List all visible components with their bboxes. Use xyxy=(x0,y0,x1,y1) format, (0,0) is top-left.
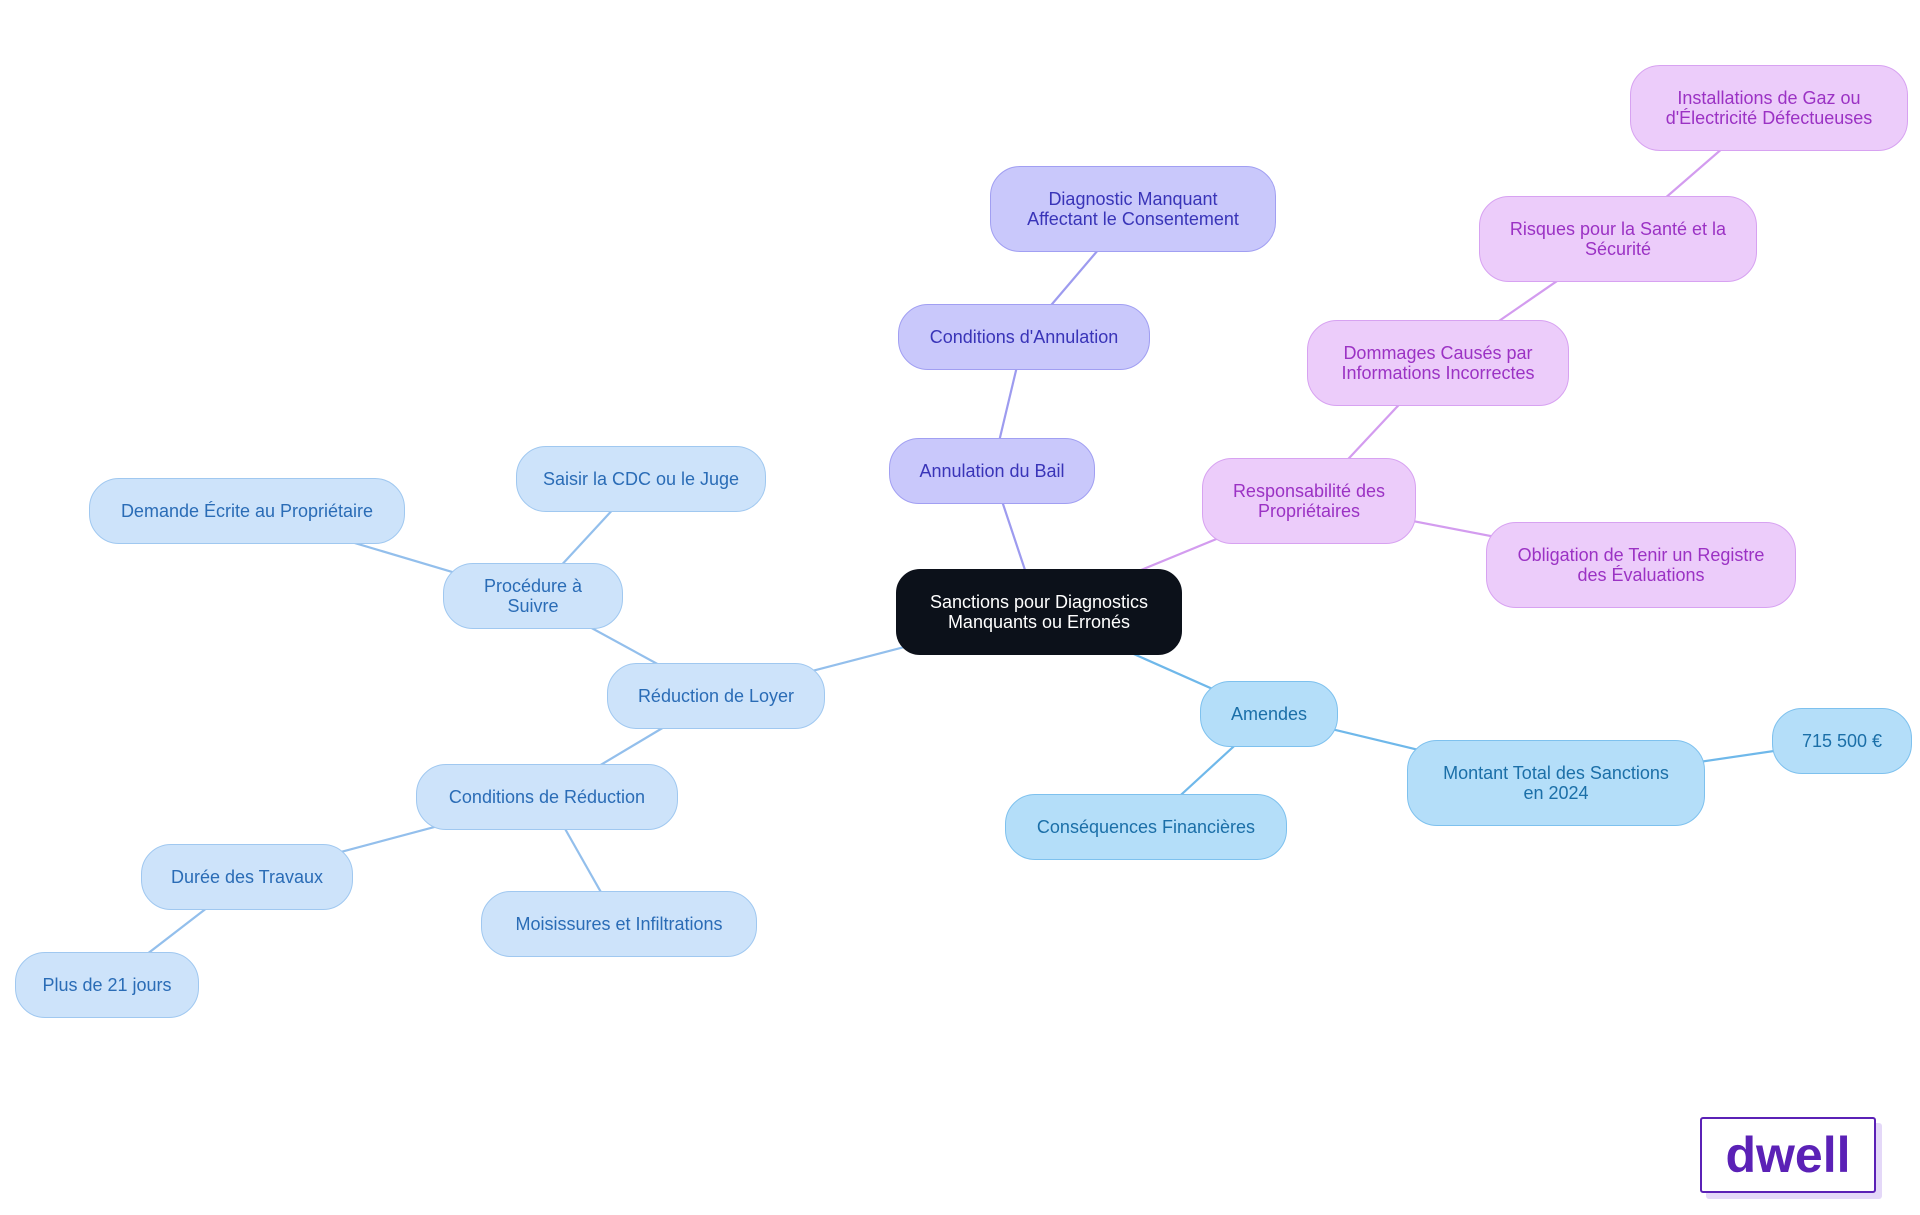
node-registre: Obligation de Tenir un Registre des Éval… xyxy=(1486,522,1796,608)
node-somme: 715 500 € xyxy=(1772,708,1912,774)
node-saisir: Saisir la CDC ou le Juge xyxy=(516,446,766,512)
node-risques: Risques pour la Santé et la Sécurité xyxy=(1479,196,1757,282)
node-moisissures: Moisissures et Infiltrations xyxy=(481,891,757,957)
node-gaz: Installations de Gaz ou d'Électricité Dé… xyxy=(1630,65,1908,151)
node-root: Sanctions pour Diagnostics Manquants ou … xyxy=(896,569,1182,655)
node-duree: Durée des Travaux xyxy=(141,844,353,910)
node-bail: Annulation du Bail xyxy=(889,438,1095,504)
node-resp: Responsabilité des Propriétaires xyxy=(1202,458,1416,544)
node-demande: Demande Écrite au Propriétaire xyxy=(89,478,405,544)
node-procedure: Procédure à Suivre xyxy=(443,563,623,629)
node-consequences: Conséquences Financières xyxy=(1005,794,1287,860)
dwell-logo: dwell xyxy=(1700,1117,1876,1193)
node-cond_annul: Conditions d'Annulation xyxy=(898,304,1150,370)
node-montant: Montant Total des Sanctions en 2024 xyxy=(1407,740,1705,826)
node-plus21: Plus de 21 jours xyxy=(15,952,199,1018)
node-amendes: Amendes xyxy=(1200,681,1338,747)
node-reduction: Réduction de Loyer xyxy=(607,663,825,729)
node-dommages: Dommages Causés par Informations Incorre… xyxy=(1307,320,1569,406)
node-cond_reduc: Conditions de Réduction xyxy=(416,764,678,830)
node-diag_manquant: Diagnostic Manquant Affectant le Consent… xyxy=(990,166,1276,252)
